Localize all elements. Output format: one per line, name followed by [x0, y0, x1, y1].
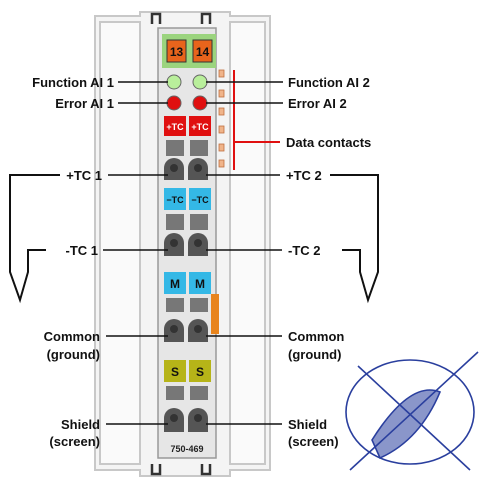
minus-tc-tag-1 [164, 188, 186, 210]
label-plus-tc-1: +TC 1 [66, 168, 102, 183]
terminal-common [164, 294, 219, 342]
plus-tc-tag-1 [164, 116, 186, 136]
label-error-ai-2: Error AI 2 [288, 96, 347, 111]
data-contact-pads [218, 69, 225, 168]
label-common-2: Common [288, 329, 344, 344]
channel-number-2: 14 [196, 45, 210, 59]
shield-tag-text-2: S [196, 365, 204, 379]
data-contacts-bracket [233, 70, 280, 170]
shield-tag-1 [164, 360, 186, 382]
minus-tc-tag-text-2: −TC [191, 195, 209, 205]
top-clip [150, 12, 212, 24]
shield-tag-2 [189, 360, 211, 382]
led-error-ai-2 [192, 95, 208, 111]
common-tag-2 [189, 272, 211, 294]
label-common-1: Common [44, 329, 100, 344]
label-shield-1: Shield [61, 417, 100, 432]
label-error-ai-1: Error AI 1 [55, 96, 114, 111]
label-plus-tc-2: +TC 2 [286, 168, 322, 183]
thermocouple-right [330, 174, 379, 304]
label-minus-tc-1: -TC 1 [66, 243, 99, 258]
terminal-plus-tc [164, 140, 208, 180]
leader-lines [103, 81, 283, 425]
label-ground-2: (ground) [288, 347, 341, 362]
common-tag-1 [164, 272, 186, 294]
label-function-ai-2: Function AI 2 [288, 75, 370, 90]
common-tag-text-1: M [170, 277, 180, 291]
channel-badge-1 [166, 39, 187, 63]
terminal-minus-tc [164, 214, 208, 256]
module-number: 750-469 [170, 444, 203, 454]
plus-tc-tag-text-1: +TC [166, 122, 184, 132]
plus-tc-tag-text-2: +TC [191, 122, 209, 132]
label-screen-1: (screen) [49, 434, 100, 449]
label-data-contacts: Data contacts [286, 135, 371, 150]
label-ground-1: (ground) [47, 347, 100, 362]
watermark-logo [345, 351, 479, 471]
label-screen-2: (screen) [288, 434, 339, 449]
minus-tc-tag-2 [189, 188, 211, 210]
led-error-ai-1 [166, 95, 182, 111]
led-function-ai-2 [192, 74, 208, 90]
common-tag-text-2: M [195, 277, 205, 291]
thermocouple-left [9, 174, 60, 304]
channel-badge-2 [192, 39, 213, 63]
shield-tag-text-1: S [171, 365, 179, 379]
label-minus-tc-2: -TC 2 [288, 243, 321, 258]
bottom-clip [150, 464, 212, 476]
channel-number-1: 13 [170, 45, 184, 59]
label-shield-2: Shield [288, 417, 327, 432]
terminal-shield [164, 386, 208, 432]
minus-tc-tag-text-1: −TC [166, 195, 184, 205]
label-function-ai-1: Function AI 1 [32, 75, 114, 90]
led-function-ai-1 [166, 74, 182, 90]
plus-tc-tag-2 [189, 116, 211, 136]
